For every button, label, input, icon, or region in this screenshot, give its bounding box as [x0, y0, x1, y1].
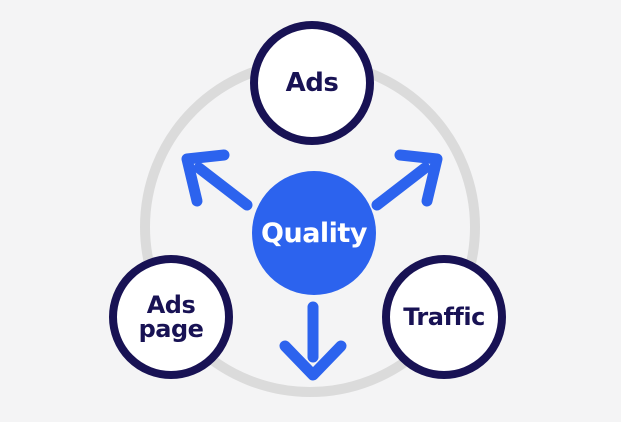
node-ads-page: Ads page	[109, 255, 233, 379]
node-ads-page-line1: Ads	[146, 290, 196, 319]
node-ads-page-line2: page	[138, 315, 204, 343]
arrow-up-left-icon	[181, 149, 253, 211]
arrow-down-head	[279, 340, 347, 381]
arrow-up-right-head	[394, 149, 443, 207]
arrow-up-left-head	[181, 149, 230, 207]
arrow-up-left-shaft	[193, 162, 253, 211]
center-node-quality: Quality	[252, 171, 376, 295]
arrow-up-right-shaft	[371, 162, 431, 211]
node-traffic-label: Traffic	[403, 303, 485, 331]
arrow-down-icon	[279, 301, 347, 381]
center-node-label: Quality	[261, 217, 367, 249]
node-ads-label: Ads	[285, 68, 339, 98]
node-ads-page-label: Ads page	[138, 290, 204, 343]
node-traffic: Traffic	[382, 255, 506, 379]
node-ads: Ads	[250, 21, 374, 145]
arrow-up-right-icon	[371, 149, 443, 211]
